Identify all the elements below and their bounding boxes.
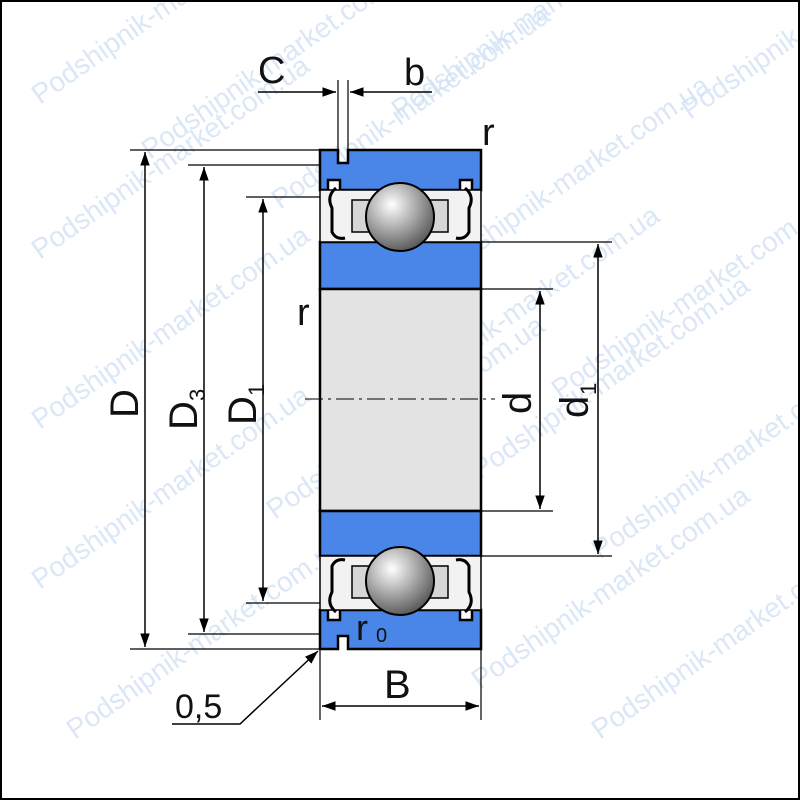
label-d1: d 1: [553, 383, 601, 418]
label-b: b: [404, 52, 425, 94]
label-r-top: r: [482, 112, 495, 154]
label-D: D: [103, 389, 147, 418]
watermark-text: Podshipnik-market.com.ua: [546, 189, 800, 405]
extension-lines: [130, 80, 612, 720]
bore: [318, 287, 483, 513]
svg-text:0: 0: [376, 625, 387, 647]
label-d: d: [496, 392, 540, 414]
svg-text:D: D: [221, 396, 265, 425]
watermark-text: Podshipnik-market.com.ua: [586, 529, 800, 745]
watermark-text: Podshipnik-market.com.ua: [676, 0, 800, 125]
label-r-left: r: [297, 292, 310, 334]
dimension-lines: [140, 87, 603, 725]
label-C: C: [258, 50, 285, 92]
svg-text:D: D: [162, 401, 206, 430]
label-B: B: [384, 663, 411, 707]
dim-chamfer-leader: [172, 650, 319, 725]
label-chamfer: 0,5: [175, 688, 222, 726]
label-D3: D 3: [162, 389, 210, 430]
bearing-section: [318, 148, 483, 651]
ball-top: [365, 182, 435, 252]
label-r0: r 0: [356, 607, 387, 648]
seal-bottom-right: [455, 558, 473, 614]
svg-text:3: 3: [185, 389, 210, 401]
svg-text:1: 1: [576, 383, 601, 395]
svg-text:d: d: [553, 396, 597, 418]
seal-top-right: [455, 186, 473, 240]
watermark-text: Podshipnik-market.com.ua: [386, 0, 676, 125]
svg-text:r: r: [356, 607, 368, 648]
outer-ring-top: [318, 148, 483, 192]
label-D1: D 1: [221, 384, 269, 425]
dimension-labels: C b r r D D 3 D 1 d d 1 r 0 0,5 B: [103, 50, 601, 726]
svg-text:1: 1: [244, 384, 269, 396]
seal-bottom-left: [328, 558, 346, 614]
ball-bottom: [365, 546, 435, 616]
seal-top-left: [328, 186, 346, 240]
